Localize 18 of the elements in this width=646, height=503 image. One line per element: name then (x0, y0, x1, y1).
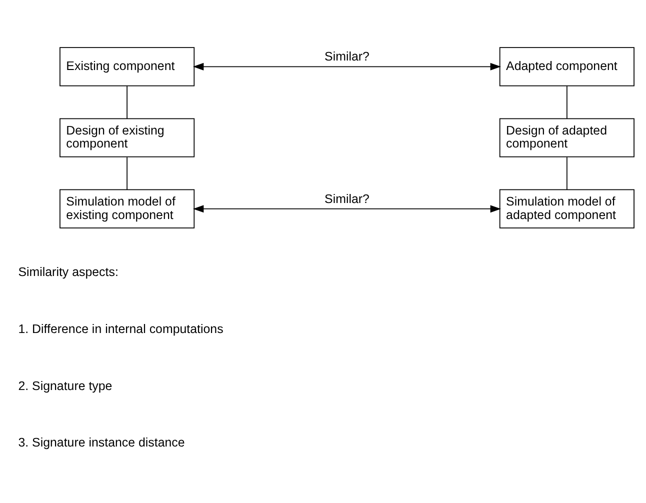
label: 1. Difference in internal computations (18, 322, 224, 336)
node-box: Existing component (60, 47, 195, 86)
edge-label: Similar? (324, 192, 370, 206)
node-box: Design of existing component (60, 118, 195, 158)
connector (126, 86, 128, 119)
node-box: Design of adapted component (499, 118, 634, 158)
connector (566, 86, 568, 119)
node-box: Simulation model of existing component (60, 189, 195, 228)
node-box: Adapted component (499, 47, 634, 86)
arrow (193, 205, 501, 213)
connector (566, 156, 568, 190)
label: 2. Signature type (18, 378, 112, 393)
label: 3. Signature instance distance (18, 436, 185, 450)
arrow (193, 62, 501, 70)
connector (126, 156, 128, 190)
edge-label: Similar? (324, 50, 370, 64)
label: Similarity aspects: (18, 265, 118, 280)
node-box: Simulation model of adapted component (499, 189, 634, 228)
